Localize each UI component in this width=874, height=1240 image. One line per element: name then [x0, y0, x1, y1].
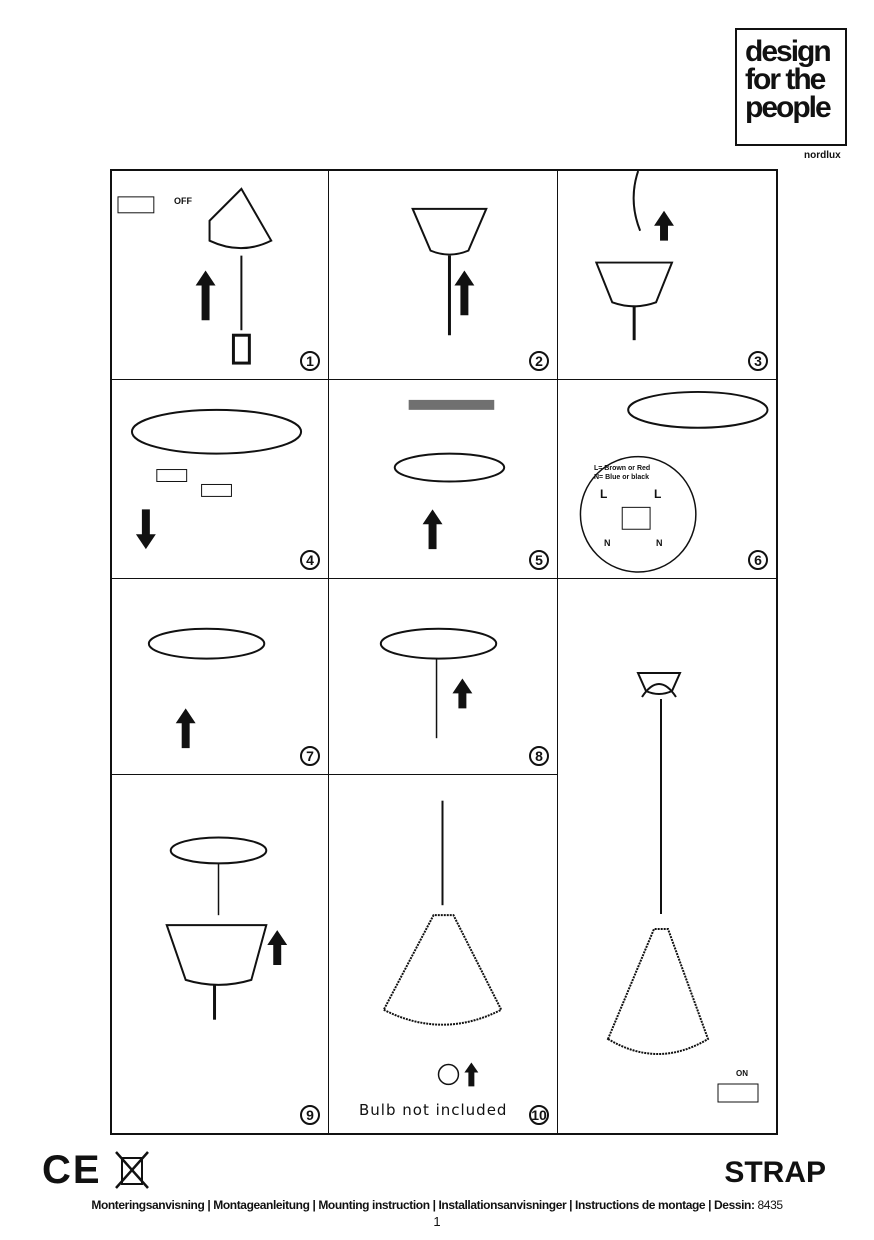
step-number: 2: [529, 351, 549, 371]
step-5-illustration: [393, 399, 506, 550]
step-1-illustration: [117, 187, 273, 365]
step-10: Bulb not included 10: [329, 775, 558, 1133]
step-6: L= Brown or Red N= Blue or black L L N N…: [558, 380, 776, 579]
dessin-code: 8435: [757, 1198, 784, 1212]
step-3: 3: [558, 171, 776, 380]
step-number: 7: [300, 746, 320, 766]
step-7: 7: [112, 579, 329, 775]
wiring-n-legend: N= Blue or black: [594, 474, 650, 481]
step-1: OFF 1: [112, 171, 329, 380]
ce-mark: CE: [42, 1148, 102, 1192]
wiring-l-legend: L= Brown or Red: [594, 465, 651, 472]
footer-text: Monteringsanvisning | Montageanleitung |…: [91, 1198, 755, 1212]
off-label: OFF: [174, 196, 192, 206]
step-8-illustration: [379, 627, 498, 739]
step-7-illustration: [147, 627, 266, 749]
step-10-illustration: [382, 800, 503, 1087]
step-number: 5: [529, 550, 549, 570]
step-number: 4: [300, 550, 320, 570]
product-name: STRAP: [724, 1156, 826, 1189]
step-number: 1: [300, 351, 320, 371]
step-4-illustration: [130, 408, 303, 550]
neutral-label-right: N: [656, 538, 663, 548]
weee-bin-icon: [115, 1151, 149, 1189]
bulb-note: Bulb not included: [359, 1101, 508, 1119]
instruction-grid: OFF 1 2 3: [110, 169, 778, 1135]
step-5: 5: [329, 380, 558, 579]
step-3-illustration: [594, 171, 674, 341]
live-label-left: L: [600, 487, 608, 501]
step-number: 10: [529, 1105, 549, 1125]
live-label-right: L: [654, 487, 662, 501]
logo-sub: nordlux: [804, 150, 841, 161]
final-illustration: [606, 672, 759, 1103]
final-result: ON: [558, 579, 776, 1133]
step-6-illustration: [579, 390, 769, 573]
step-number: 3: [748, 351, 768, 371]
step-2: 2: [329, 171, 558, 380]
step-number: 8: [529, 746, 549, 766]
step-9: 9: [112, 775, 329, 1133]
on-label: ON: [736, 1069, 748, 1078]
step-8: 8: [329, 579, 558, 775]
step-number: 9: [300, 1105, 320, 1125]
footer-line: Monteringsanvisning | Montageanleitung |…: [0, 1198, 874, 1212]
step-9-illustration: [165, 836, 288, 1020]
neutral-label-left: N: [604, 538, 611, 548]
step-number: 6: [748, 550, 768, 570]
step-2-illustration: [411, 207, 488, 336]
page-number: 1: [433, 1214, 441, 1229]
step-4: 4: [112, 380, 329, 579]
